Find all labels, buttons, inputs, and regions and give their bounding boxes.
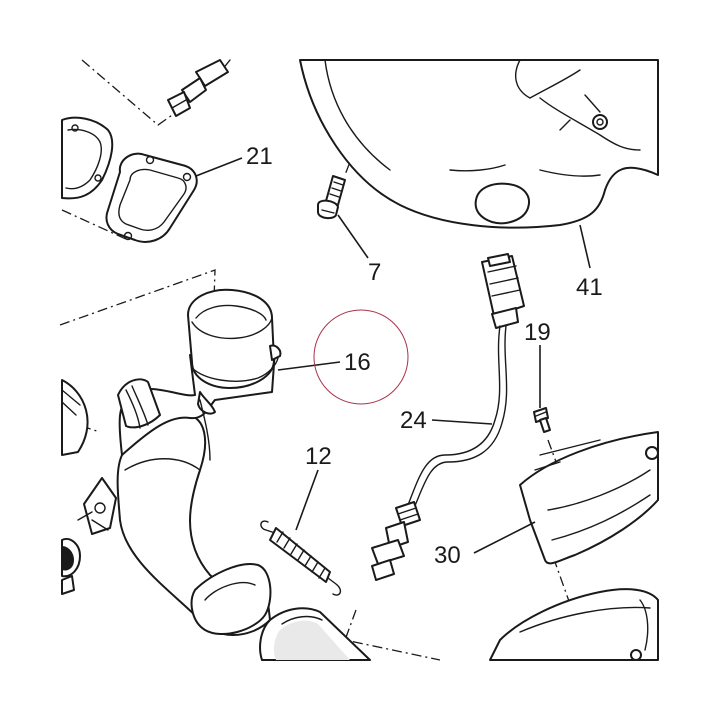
callout-19: 19 (524, 319, 551, 346)
callout-41: 41 (576, 274, 603, 301)
leader-lines (195, 157, 591, 554)
part-21-gasket (105, 152, 198, 243)
part-7-bolt (317, 175, 346, 220)
part-19-bolt (533, 407, 551, 433)
callout-21: 21 (246, 143, 273, 170)
callout-24: 24 (400, 407, 427, 434)
leader-24 (431, 419, 493, 425)
leader-16 (277, 361, 341, 371)
leader-41 (579, 224, 591, 269)
part-16-exhaust-pipe (116, 288, 282, 636)
part-12-spring (260, 520, 342, 596)
leader-30 (473, 521, 536, 554)
leader-21 (195, 157, 243, 177)
callout-12: 12 (305, 443, 332, 470)
part-30-bracket (489, 431, 659, 661)
leader-12 (295, 469, 319, 531)
part-24-oxygen-sensor (371, 253, 525, 581)
left-bracket-fragments (61, 379, 117, 595)
oxygen-sensor-top (167, 59, 231, 117)
highlight-circle-16 (313, 309, 409, 405)
leader-7 (337, 214, 369, 259)
callout-30: 30 (434, 542, 461, 569)
callout-7: 7 (368, 259, 381, 286)
callout-labels: 21 7 41 16 19 24 12 30 (246, 143, 603, 569)
exhaust-flange-fragment (61, 116, 114, 200)
silencer-pipe-fragment (259, 607, 371, 661)
callout-16: 16 (344, 349, 371, 376)
part-41-heat-shield (299, 59, 659, 229)
